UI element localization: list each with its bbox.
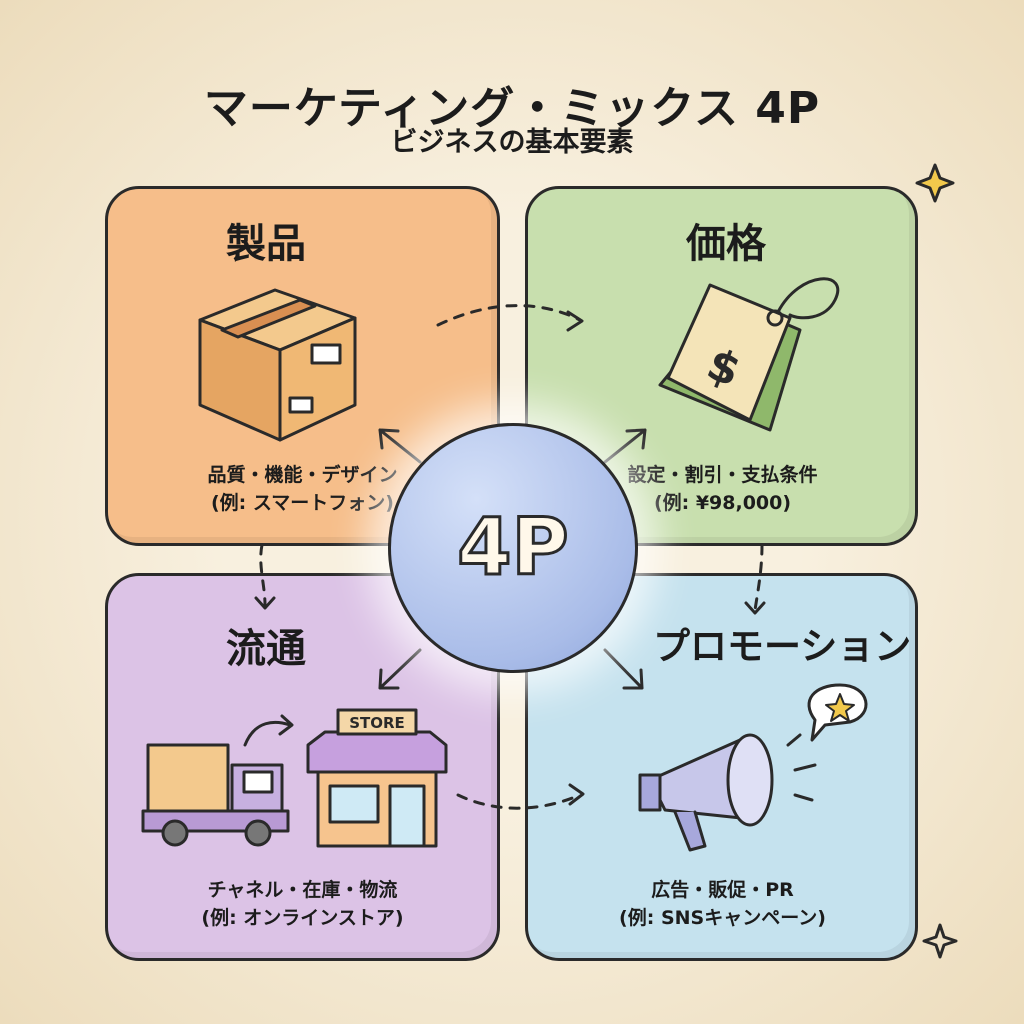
page-title: マーケティング・ミックス 4P xyxy=(203,83,821,134)
center-label: 4P xyxy=(456,502,570,595)
truck-icon xyxy=(141,714,294,847)
panel-title: 価格 xyxy=(686,221,766,267)
sparkle-icon xyxy=(915,163,958,959)
panel-title: プロモーション xyxy=(653,625,912,668)
panel-desc: チャネル・在庫・物流(例: オンラインストア) xyxy=(201,879,404,929)
panel-desc: 広告・販促・PR(例: SNSキャンペーン) xyxy=(619,879,826,929)
panel-title: 流通 xyxy=(226,626,306,672)
panel-desc: 設定・割引・支払条件(例: ¥98,000) xyxy=(627,464,818,514)
megaphone-icon xyxy=(638,683,868,852)
panel-title: 製品 xyxy=(226,221,306,267)
store-icon: STORE xyxy=(306,708,448,848)
page-subtitle: ビジネスの基本要素 xyxy=(390,127,634,158)
box-icon xyxy=(198,288,357,442)
store-sign: STORE xyxy=(349,714,405,732)
center-4p-circle: 4P xyxy=(388,423,638,673)
panel-desc: 品質・機能・デザイン(例: スマートフォン) xyxy=(207,464,398,514)
arrow-heads xyxy=(254,310,766,806)
price-tag-icon: $ xyxy=(658,277,840,432)
connector-arrows xyxy=(259,304,764,810)
